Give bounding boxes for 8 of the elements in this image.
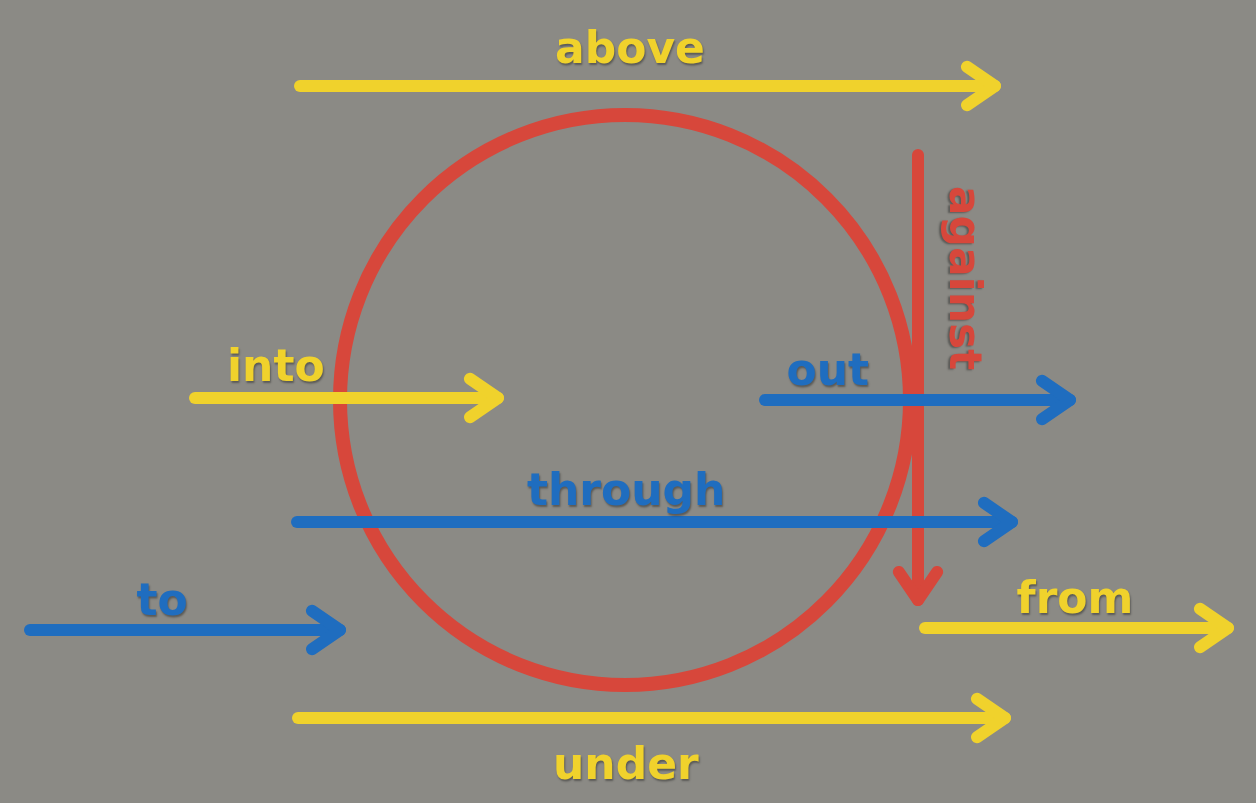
word-label: above	[555, 26, 705, 70]
word-label: through	[527, 468, 726, 512]
word-label: from	[1016, 576, 1134, 620]
word-label: against	[942, 185, 987, 371]
word-label: into	[227, 344, 325, 388]
word-label: under	[553, 742, 699, 786]
word-label: to	[136, 578, 188, 622]
word-label: out	[786, 348, 870, 392]
